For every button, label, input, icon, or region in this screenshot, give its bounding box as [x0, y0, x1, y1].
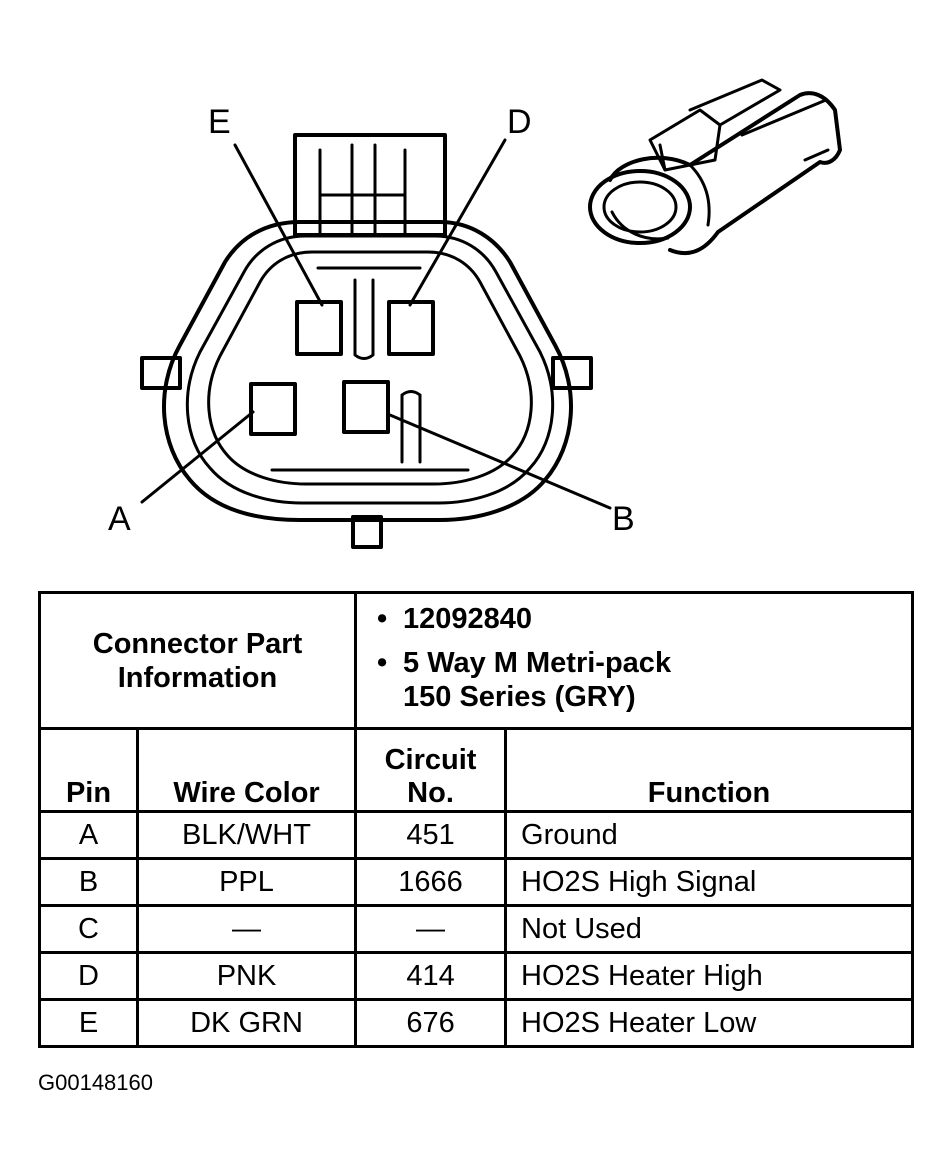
col-header-wire-color: Wire Color — [135, 727, 358, 813]
connector-info-label-line1: Connector Part — [92, 627, 303, 660]
column-header-row: Pin Wire Color Circuit No. Function — [38, 727, 915, 813]
col-header-circuit-line1: Circuit — [384, 744, 477, 776]
col-header-circuit-line2: No. — [407, 777, 454, 809]
locking-tab — [293, 133, 447, 237]
circuit-cell: — — [354, 904, 508, 954]
callout-e: E — [208, 103, 231, 141]
bottom-tab — [351, 515, 383, 549]
pin-cavity-e — [295, 300, 343, 356]
pin-cavity-a — [249, 382, 297, 436]
circuit-cell: 1666 — [354, 857, 508, 907]
wire-color-cell: — — [135, 904, 358, 954]
connector-info-label-line2: Information — [117, 661, 278, 694]
table-row: E DK GRN 676 HO2S Heater Low — [38, 998, 915, 1048]
pin-cell: E — [38, 998, 139, 1048]
side-tab-right — [551, 356, 593, 390]
connector-description: 5 Way M Metri-pack 150 Series (GRY) — [377, 646, 911, 714]
connector-3d-view — [588, 78, 842, 256]
leader-line-e — [233, 143, 324, 307]
col-header-function: Function — [504, 727, 915, 813]
pin-cell: B — [38, 857, 139, 907]
leader-line-d — [408, 138, 507, 307]
description-line2: 150 Series (GRY) — [403, 681, 636, 713]
function-cell: Ground — [504, 810, 915, 860]
function-cell: Not Used — [504, 904, 915, 954]
callout-d: D — [507, 103, 532, 141]
connector-diagram: E D A B — [108, 78, 842, 549]
function-cell: HO2S Heater Low — [504, 998, 915, 1048]
pin-cell: D — [38, 951, 139, 1001]
circuit-cell: 451 — [354, 810, 508, 860]
part-number: 12092840 — [377, 602, 911, 636]
connector-face — [140, 133, 612, 549]
function-cell: HO2S Heater High — [504, 951, 915, 1001]
table-row: D PNK 414 HO2S Heater High — [38, 951, 915, 1001]
connector-table: Connector Part Information 12092840 5 Wa… — [37, 591, 915, 1048]
pin-cell: C — [38, 904, 139, 954]
housing-mid — [185, 234, 555, 505]
table-row: A BLK/WHT 451 Ground — [38, 810, 915, 860]
circuit-cell: 414 — [354, 951, 508, 1001]
wire-color-cell: PPL — [135, 857, 358, 907]
leader-line-a — [140, 410, 255, 504]
function-cell: HO2S High Signal — [504, 857, 915, 907]
wire-color-cell: BLK/WHT — [135, 810, 358, 860]
circuit-cell: 676 — [354, 998, 508, 1048]
side-tab-left — [140, 356, 182, 390]
connector-info-row: Connector Part Information 12092840 5 Wa… — [37, 591, 915, 730]
callout-b: B — [612, 500, 635, 538]
connector-info-label: Connector Part Information — [37, 591, 358, 730]
housing-outer — [162, 220, 573, 522]
housing-inner — [207, 250, 533, 486]
col-header-circuit: Circuit No. — [354, 727, 508, 813]
col-header-pin: Pin — [38, 727, 139, 813]
pin-cell: A — [38, 810, 139, 860]
wire-color-cell: DK GRN — [135, 998, 358, 1048]
description-line1: 5 Way M Metri-pack — [403, 647, 672, 679]
callout-a: A — [108, 500, 131, 538]
table-row: B PPL 1666 HO2S High Signal — [38, 857, 915, 907]
pin-cavity-b — [342, 380, 390, 434]
figure-id: G00148160 — [38, 1070, 153, 1095]
pin-cavity-d — [387, 300, 435, 356]
table-row: C — — Not Used — [38, 904, 915, 954]
leader-line-b — [388, 413, 612, 510]
connector-info-details: 12092840 5 Way M Metri-pack 150 Series (… — [354, 591, 915, 730]
wire-color-cell: PNK — [135, 951, 358, 1001]
